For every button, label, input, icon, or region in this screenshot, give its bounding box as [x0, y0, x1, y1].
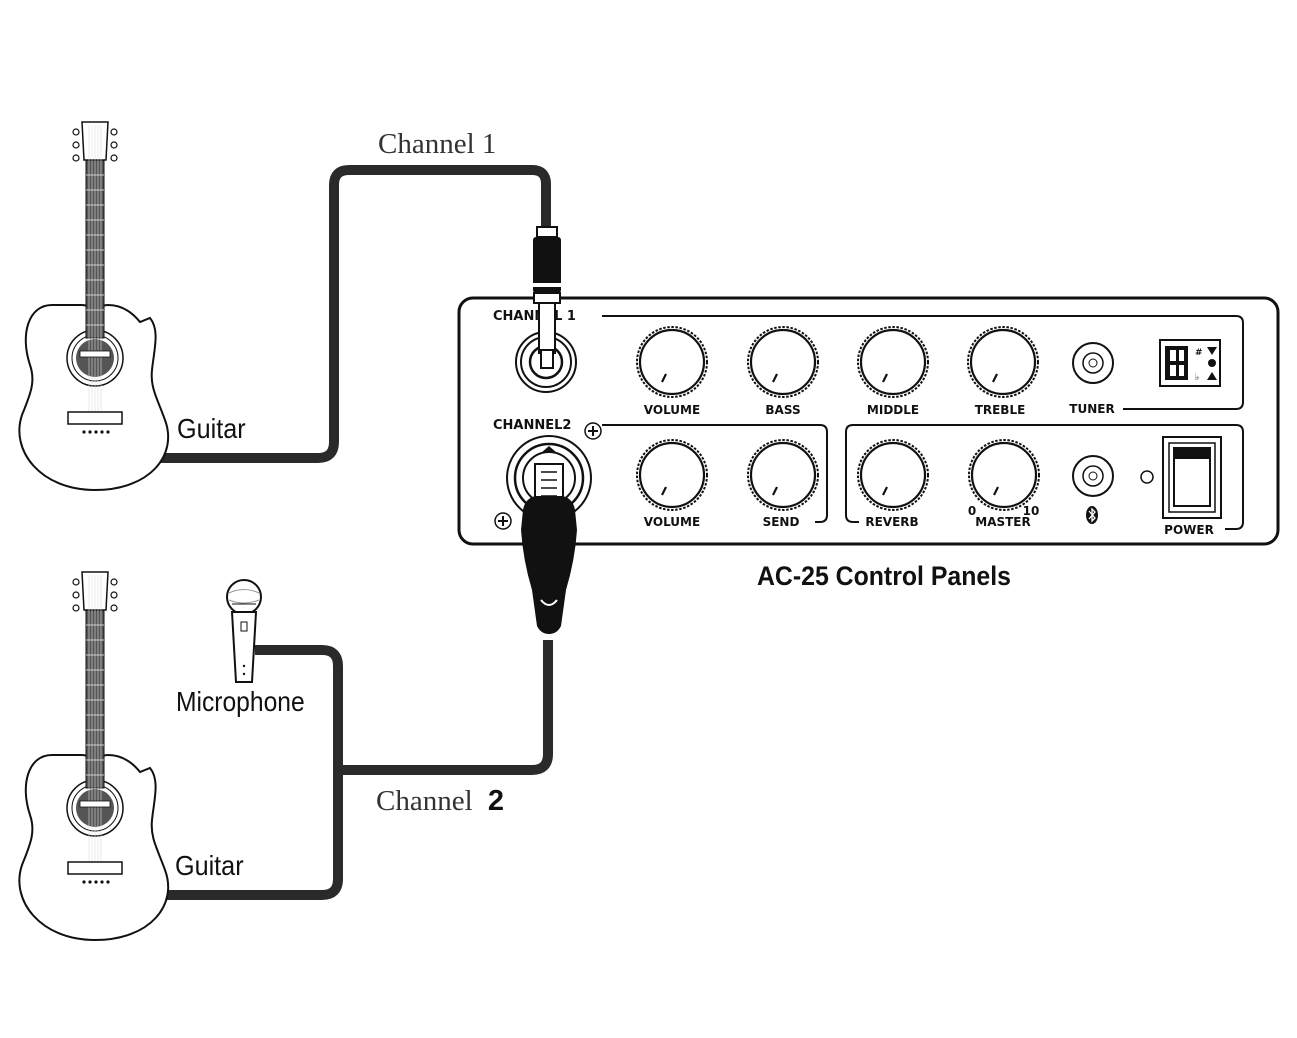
knob-reverb-label: REVERB: [865, 515, 918, 529]
cable-channel1: [160, 165, 551, 463]
knob-master-label: MASTER: [975, 515, 1031, 529]
knob-send-label: SEND: [763, 515, 800, 529]
bluetooth-icon: [1086, 506, 1098, 524]
tuner-button[interactable]: [1072, 342, 1114, 384]
bluetooth-button[interactable]: [1072, 455, 1114, 497]
guitar-top-icon: [18, 121, 170, 491]
knob-bass[interactable]: [746, 325, 820, 399]
knob-volume-ch1[interactable]: [635, 325, 709, 399]
tuner-display-icon: # ♭: [1159, 339, 1221, 387]
knob-middle[interactable]: [856, 325, 930, 399]
xlr-plug-icon: [521, 463, 577, 634]
power-label: POWER: [1164, 523, 1214, 537]
knob-reverb[interactable]: [856, 438, 930, 512]
svg-text:#: #: [1195, 348, 1203, 358]
knob-master-max: 10: [1023, 504, 1040, 518]
microphone-icon: [226, 579, 262, 683]
cable-channel2-xlr: [338, 640, 553, 775]
knob-bass-label: BASS: [765, 403, 800, 417]
master-section-box: [845, 424, 1244, 530]
panel-title: AC-25 Control Panels: [757, 562, 1011, 591]
knob-volume-ch2-label: VOLUME: [644, 515, 700, 529]
quarter-inch-plug-icon: [533, 226, 561, 369]
knob-treble-label: TREBLE: [975, 403, 1026, 417]
svg-text:♭: ♭: [1195, 373, 1199, 383]
channel2-number: 2: [488, 785, 504, 817]
guitar-bottom-label: Guitar: [175, 850, 244, 882]
knob-send[interactable]: [746, 438, 820, 512]
control-panel: CHANNEL 1 VOLUME BASS MIDDLE TREBLE TUNE…: [457, 296, 1280, 546]
power-switch[interactable]: [1162, 436, 1222, 519]
knob-middle-label: MIDDLE: [867, 403, 919, 417]
channel1-label: Channel 1: [378, 128, 496, 160]
power-led-icon: [1140, 470, 1154, 484]
channel2-label: Channel 2: [376, 785, 504, 817]
knob-volume-ch1-label: VOLUME: [644, 403, 700, 417]
guitar-top-label: Guitar: [177, 413, 246, 445]
knob-master-min: 0: [968, 504, 976, 518]
channel2-panel-label: CHANNEL2: [493, 418, 571, 433]
tuner-label: TUNER: [1069, 402, 1114, 416]
panel-outer-frame: [457, 296, 1280, 546]
knob-volume-ch2[interactable]: [635, 438, 709, 512]
jack-screw-icon: [494, 422, 602, 530]
microphone-label: Microphone: [176, 686, 305, 718]
guitar-bottom-icon: [18, 571, 170, 941]
channel2-section-box: [602, 424, 828, 523]
channel1-panel-label: CHANNEL 1: [493, 309, 576, 324]
knob-master[interactable]: [967, 438, 1041, 512]
channel2-word: Channel: [376, 785, 473, 817]
channel1-section-box: [602, 315, 1244, 410]
knob-treble[interactable]: [966, 325, 1040, 399]
